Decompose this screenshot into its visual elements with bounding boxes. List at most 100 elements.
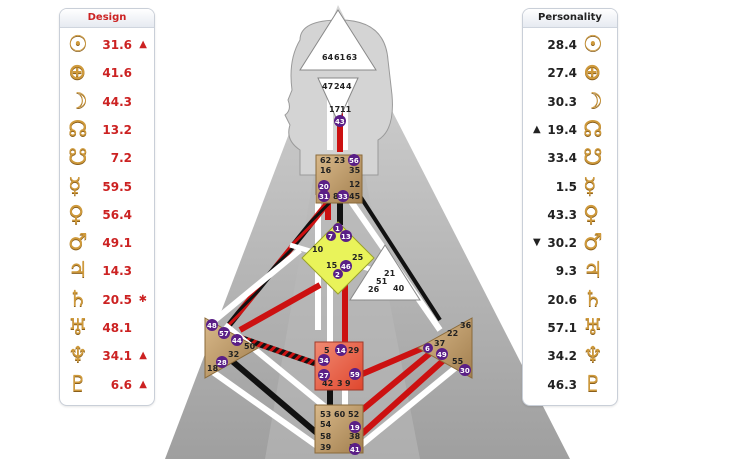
gate-line-value: 44.3 [102, 94, 132, 109]
planet-icon: ♀ [68, 201, 85, 227]
design-row: ⊕ 41.6 [60, 59, 154, 87]
gate-label: 26 [368, 285, 380, 294]
planet-icon: ♄ [68, 286, 88, 312]
gate-line-value: 49.1 [102, 236, 132, 251]
planet-icon: ☽ [583, 88, 603, 114]
design-title: Design [60, 9, 154, 28]
gate-line-value: 34.2 [547, 349, 577, 364]
gate-label: 62 [320, 156, 331, 165]
gate-label: 15 [326, 261, 338, 270]
activated-gate: 34 [319, 357, 329, 365]
activated-gate: 41 [350, 446, 360, 454]
design-row: ♄20.5✱ [60, 286, 154, 314]
planet-icon: ⊕ [68, 60, 87, 86]
gate-line-value: 1.5 [555, 179, 577, 194]
gate-line-value: 7.2 [110, 151, 132, 166]
planet-icon: ☿ [583, 173, 597, 199]
activated-gate: 33 [338, 193, 348, 201]
gate-line-value: 19.4 [547, 122, 577, 137]
gate-label: 9 [345, 379, 351, 388]
gate-line-value: 27.4 [547, 66, 577, 81]
personality-row: ☽ 30.3 [523, 88, 617, 116]
activated-gate: 7 [328, 233, 333, 241]
design-row: ♅48.1 [60, 314, 154, 342]
gate-label: 60 [334, 410, 346, 419]
gate-label: 53 [320, 410, 331, 419]
planet-icon: ♄ [583, 286, 603, 312]
gate-line-value: 56.4 [102, 207, 132, 222]
personality-row: ☋33.4 [523, 144, 617, 172]
personality-panel: Personality ☉28.4⊕27.4☽30.3☊19.4▲☋33.4☿1… [522, 8, 618, 406]
gate-line-value: 20.5 [102, 292, 132, 307]
activated-gate: 27 [319, 372, 329, 380]
design-row: ♇6.6▲ [60, 371, 154, 399]
activated-gate: 14 [336, 347, 346, 355]
planet-icon: ☋ [68, 145, 88, 171]
gate-line-value: 33.4 [547, 151, 577, 166]
gate-label: 11 [340, 105, 352, 114]
gate-label: 54 [320, 420, 332, 429]
gate-label: 36 [460, 321, 472, 330]
personality-title: Personality [523, 9, 617, 28]
gate-label: 29 [348, 346, 360, 355]
gate-line-value: 30.2 [547, 236, 577, 251]
gate-label: 37 [434, 339, 445, 348]
gate-line-value: 30.3 [547, 94, 577, 109]
personality-row: ☊ 19.4 ▲ [523, 116, 617, 144]
planet-icon: ♇ [583, 371, 603, 397]
design-row: ☿59.5 [60, 173, 154, 201]
fixing-mark-icon: ▼ [533, 237, 541, 249]
gate-label: 12 [349, 180, 360, 189]
fixing-mark-icon: ▲ [533, 123, 541, 135]
gate-line-value: 48.1 [102, 321, 132, 335]
personality-row: ♄20.6 [523, 286, 617, 314]
gate-line-value: 6.6 [110, 377, 132, 392]
activated-gates: 43 56 20 31 33 1 7 13 46 2 48 57 44 28 6… [206, 115, 471, 455]
design-row: ☉31.6▲ [60, 31, 154, 59]
g-center [301, 221, 375, 295]
design-row: ♂ 49.1 [60, 229, 154, 257]
activated-gate: 49 [437, 351, 447, 359]
gate-line-value: 31.6 [102, 38, 132, 52]
design-row: ☋ 7.2 [60, 144, 154, 172]
gate-label: 47 [322, 82, 333, 91]
gate-label: 25 [352, 253, 364, 262]
solar-plexus-center [416, 317, 473, 379]
planet-icon: ☿ [68, 173, 82, 199]
gate-label: 39 [320, 443, 332, 452]
gate-label: 52 [348, 410, 359, 419]
gate-label: 3 [337, 379, 343, 388]
personality-row: ♇46.3 [523, 371, 617, 399]
planet-icon: ♃ [68, 258, 88, 284]
planet-icon: ♂ [68, 230, 88, 256]
planet-icon: ♅ [583, 315, 603, 340]
planet-icon: ♇ [68, 371, 88, 397]
gate-line-value: 41.6 [102, 66, 132, 81]
planet-icon: ☊ [583, 116, 603, 142]
gate-label: 40 [393, 284, 405, 293]
gate-label: 17 [329, 105, 340, 114]
fixing-mark-icon: ▲ [139, 350, 147, 362]
gate-line-value: 34.1 [102, 349, 132, 364]
activated-gate: 6 [425, 345, 430, 353]
activated-gate: 57 [219, 330, 229, 338]
gate-label: 32 [228, 350, 239, 359]
gate-line-value: 9.3 [555, 264, 577, 279]
gate-label: 64 [322, 53, 334, 62]
gate-label: 4 [346, 82, 352, 91]
activated-gate: 20 [319, 183, 329, 191]
personality-row: ☿ 1.5 [523, 173, 617, 201]
planet-icon: ☉ [583, 32, 603, 57]
activated-gate: 2 [335, 271, 340, 279]
personality-row: ♃9.3 [523, 257, 617, 285]
activated-gate: 28 [217, 359, 227, 367]
activated-gate: 56 [349, 157, 359, 165]
activated-gate: 30 [460, 367, 470, 375]
activated-gate: 59 [350, 371, 360, 379]
gate-label: 50 [244, 342, 256, 351]
planet-icon: ♆ [583, 343, 603, 369]
gate-line-value: 13.2 [102, 122, 132, 137]
gate-label: 45 [349, 192, 361, 201]
planet-icon: ☽ [68, 88, 88, 114]
